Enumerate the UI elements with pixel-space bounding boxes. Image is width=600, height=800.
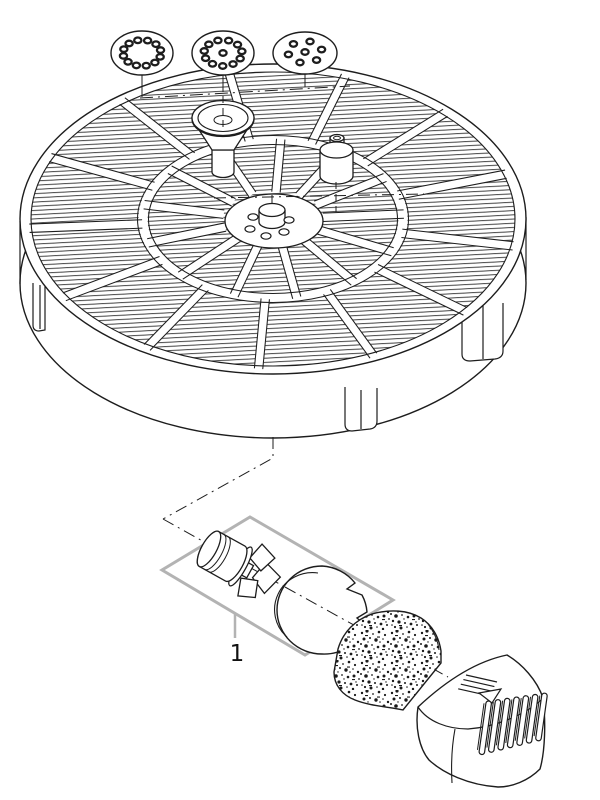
pump-cover (274, 565, 368, 655)
nozzle-adapter (319, 133, 354, 185)
riser-funnel (191, 99, 255, 179)
float-disc-clip-tabs (32, 283, 504, 432)
pump-housing-body (416, 654, 546, 788)
rotor-impeller-assembly (196, 530, 282, 599)
hub-centerline (213, 193, 425, 199)
spray-heads (110, 30, 338, 76)
latch (458, 674, 503, 704)
latch-arrow-icon (477, 688, 503, 704)
callout-box: 1 (159, 515, 396, 667)
pump-housing (416, 654, 548, 788)
float-disc (19, 63, 527, 439)
callout-label: 1 (230, 641, 245, 667)
filter-foam (333, 610, 442, 711)
hub-holes (244, 213, 295, 240)
center-hub (244, 195, 295, 240)
vent-slots (476, 692, 548, 756)
construction-lines-top (139, 73, 351, 128)
spray-head-holes (118, 36, 327, 70)
exploded-leader (162, 437, 274, 520)
